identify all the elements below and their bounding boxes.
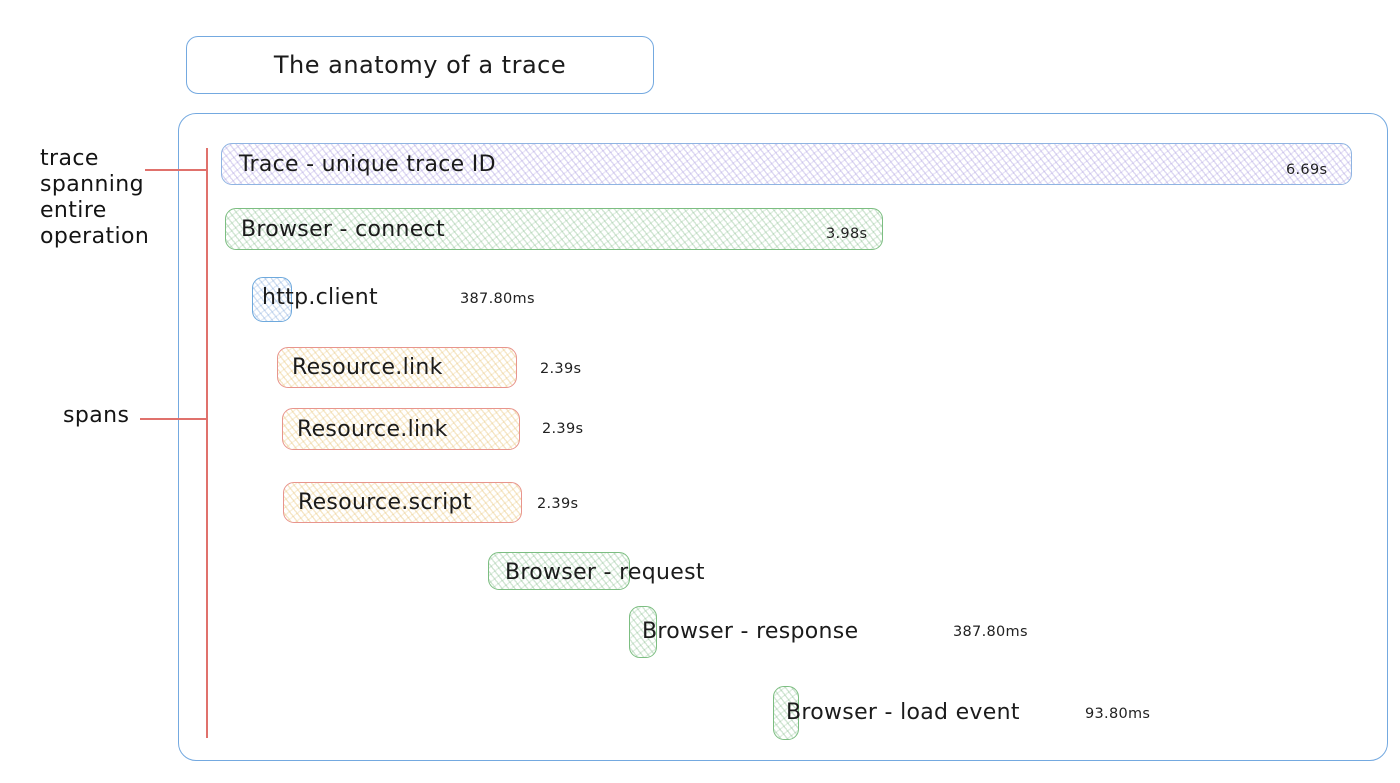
spans-annotation-label: spans <box>63 403 130 428</box>
span-duration: 2.39s <box>540 361 582 377</box>
span-label: Resource.script <box>298 490 472 515</box>
trace-bar: Trace - unique trace ID <box>221 143 1352 185</box>
span-browser-request-bar <box>488 552 630 590</box>
span-duration: 387.80ms <box>953 624 1028 640</box>
span-duration: 2.39s <box>537 496 579 512</box>
span-label: Browser - request <box>505 560 705 585</box>
span-label: Resource.link <box>297 416 448 442</box>
span-duration: 2.39s <box>542 421 584 437</box>
span-label: Browser - response <box>642 619 859 644</box>
spans-bracket-line <box>206 148 208 738</box>
span-browser-response-bar <box>629 606 657 658</box>
span-duration: 387.80ms <box>460 291 535 307</box>
span-label: Browser - load event <box>786 700 1020 725</box>
diagram-title-box: The anatomy of a trace <box>186 36 654 94</box>
span-duration: 3.98s <box>826 226 868 242</box>
span-browser-connect: Browser - connect <box>225 208 883 250</box>
trace-container-frame <box>178 113 1388 761</box>
trace-bar-label: Trace - unique trace ID <box>239 151 496 177</box>
span-label: Browser - connect <box>241 216 445 242</box>
span-resource-script: Resource.script <box>283 482 522 523</box>
trace-annotation-label: trace spanning entire operation <box>40 146 150 249</box>
span-label: http.client <box>262 285 378 310</box>
span-resource-link-2: Resource.link <box>282 408 520 450</box>
trace-bar-duration: 6.69s <box>1286 162 1328 178</box>
span-duration: 93.80ms <box>1085 706 1151 722</box>
span-browser-load-event-bar <box>773 686 799 740</box>
diagram-title: The anatomy of a trace <box>273 51 567 79</box>
span-resource-link-1: Resource.link <box>277 347 517 388</box>
trace-annotation-leader-line <box>145 169 207 171</box>
span-http-client-bar <box>252 277 292 322</box>
spans-annotation-leader-line <box>140 418 208 420</box>
span-label: Resource.link <box>292 355 443 380</box>
